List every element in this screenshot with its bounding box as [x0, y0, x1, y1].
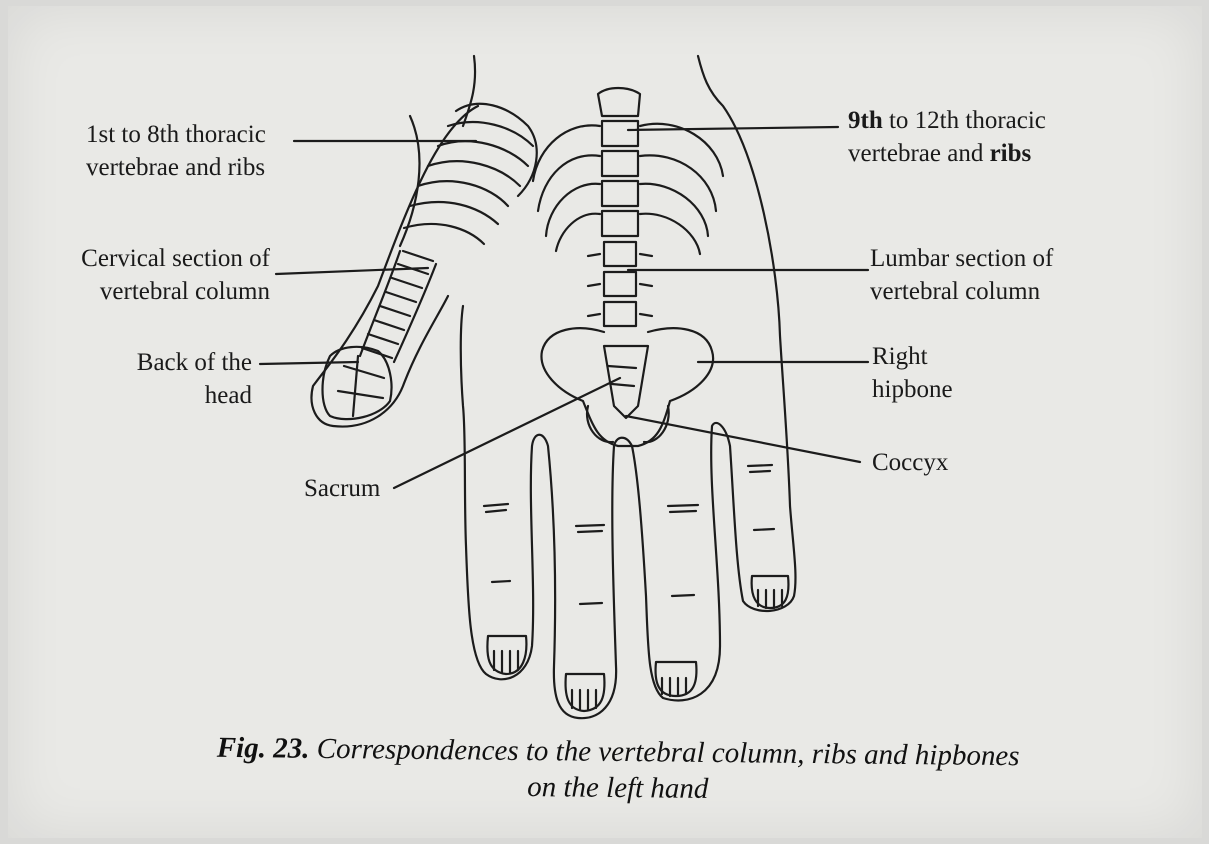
label-thoracic-upper-line1: 1st to 8th thoracic — [86, 118, 386, 151]
label-thoracic-lower: 9th to 12th thoracic vertebrae and ribs — [848, 104, 1178, 170]
leader-head — [260, 362, 358, 364]
lower-ribcage — [533, 88, 723, 254]
label-thoracic-lower-rest: to 12th thoracic — [883, 107, 1046, 134]
label-thoracic-lower-line2a: vertebrae and — [848, 140, 990, 167]
label-lumbar: Lumbar section of vertebral column — [870, 242, 1170, 308]
leader-coccyx — [626, 416, 860, 462]
label-sacrum: Sacrum — [304, 472, 380, 505]
label-head: Back of the head — [68, 346, 252, 412]
label-head-line2: head — [68, 379, 252, 412]
label-hipbone-line2: hipbone — [872, 373, 1072, 406]
label-thoracic-upper-line2: vertebrae and ribs — [86, 151, 386, 184]
figure-caption: Fig. 23. Correspondences to the vertebra… — [68, 728, 1169, 812]
label-thoracic-lower-line2b: ribs — [990, 140, 1032, 167]
hand-outline — [461, 56, 796, 718]
leader-sacrum — [394, 378, 620, 488]
book-page: 1st to 8th thoracic vertebrae and ribs 9… — [8, 6, 1202, 838]
label-cervical-line2: vertebral column — [28, 275, 270, 308]
label-hipbone-line1: Right — [872, 340, 1072, 373]
label-thoracic-lower-prefix: 9th — [848, 107, 883, 134]
label-coccyx: Coccyx — [872, 446, 948, 479]
upper-thoracic-vertebrae — [400, 104, 537, 246]
leader-cervical — [276, 268, 428, 274]
label-lumbar-line1: Lumbar section of — [870, 242, 1170, 275]
label-lumbar-line2: vertebral column — [870, 275, 1170, 308]
caption-text: Correspondences to the vertebral column,… — [309, 733, 1019, 772]
label-cervical-line1: Cervical section of — [28, 242, 270, 275]
leader-thoracic-lower — [628, 127, 838, 130]
lumbar-vertebrae — [588, 242, 652, 326]
label-hipbone: Right hipbone — [872, 340, 1072, 406]
label-head-line1: Back of the — [68, 346, 252, 379]
figure-number: Fig. 23. — [217, 732, 310, 765]
label-cervical: Cervical section of vertebral column — [28, 242, 270, 308]
label-thoracic-upper: 1st to 8th thoracic vertebrae and ribs — [86, 118, 386, 184]
